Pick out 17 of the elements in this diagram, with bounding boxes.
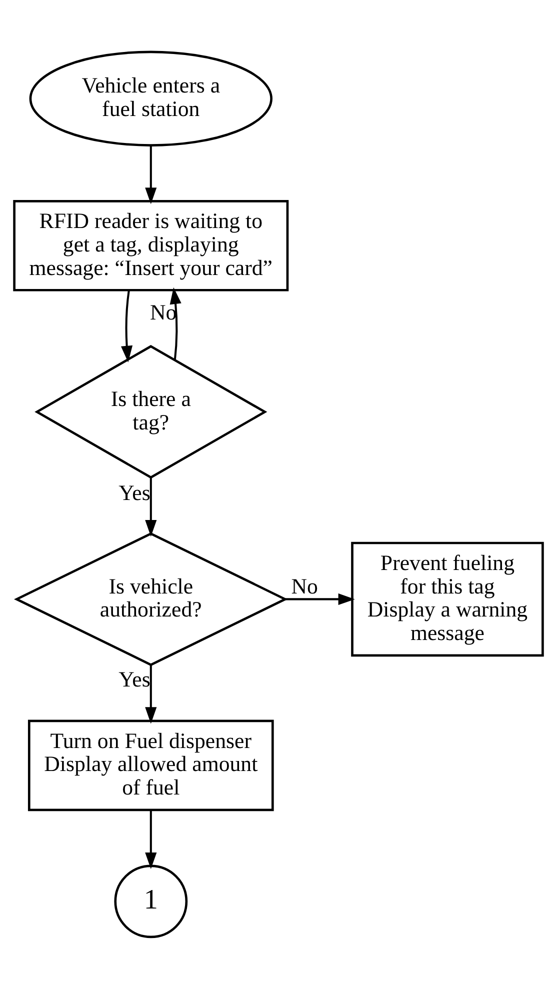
arrow [120,290,133,362]
arrow [170,287,182,360]
edge-label: Yes [118,480,150,505]
node-diamond: Is vehicle authorized? [14,532,288,666]
arrow [145,478,157,537]
arrow [145,810,157,870]
arrow [145,664,157,724]
edge-label: Yes [118,668,150,692]
node-box: Turn on Fuel dispenser Display allowed amount of fuel [28,720,274,812]
arrow [285,593,355,605]
node-box: Prevent fueling for this tag Display a warning message [351,542,544,657]
edge-label: No [150,300,177,324]
node-box: RFID reader is waiting to get a tag, displaying message: “Insert your card” [13,200,289,292]
edge-label: No [291,574,318,598]
node-circle: 1 [114,864,188,938]
node-ellipse: Vehicle enters a fuel station [29,50,272,146]
arrow [145,145,157,204]
